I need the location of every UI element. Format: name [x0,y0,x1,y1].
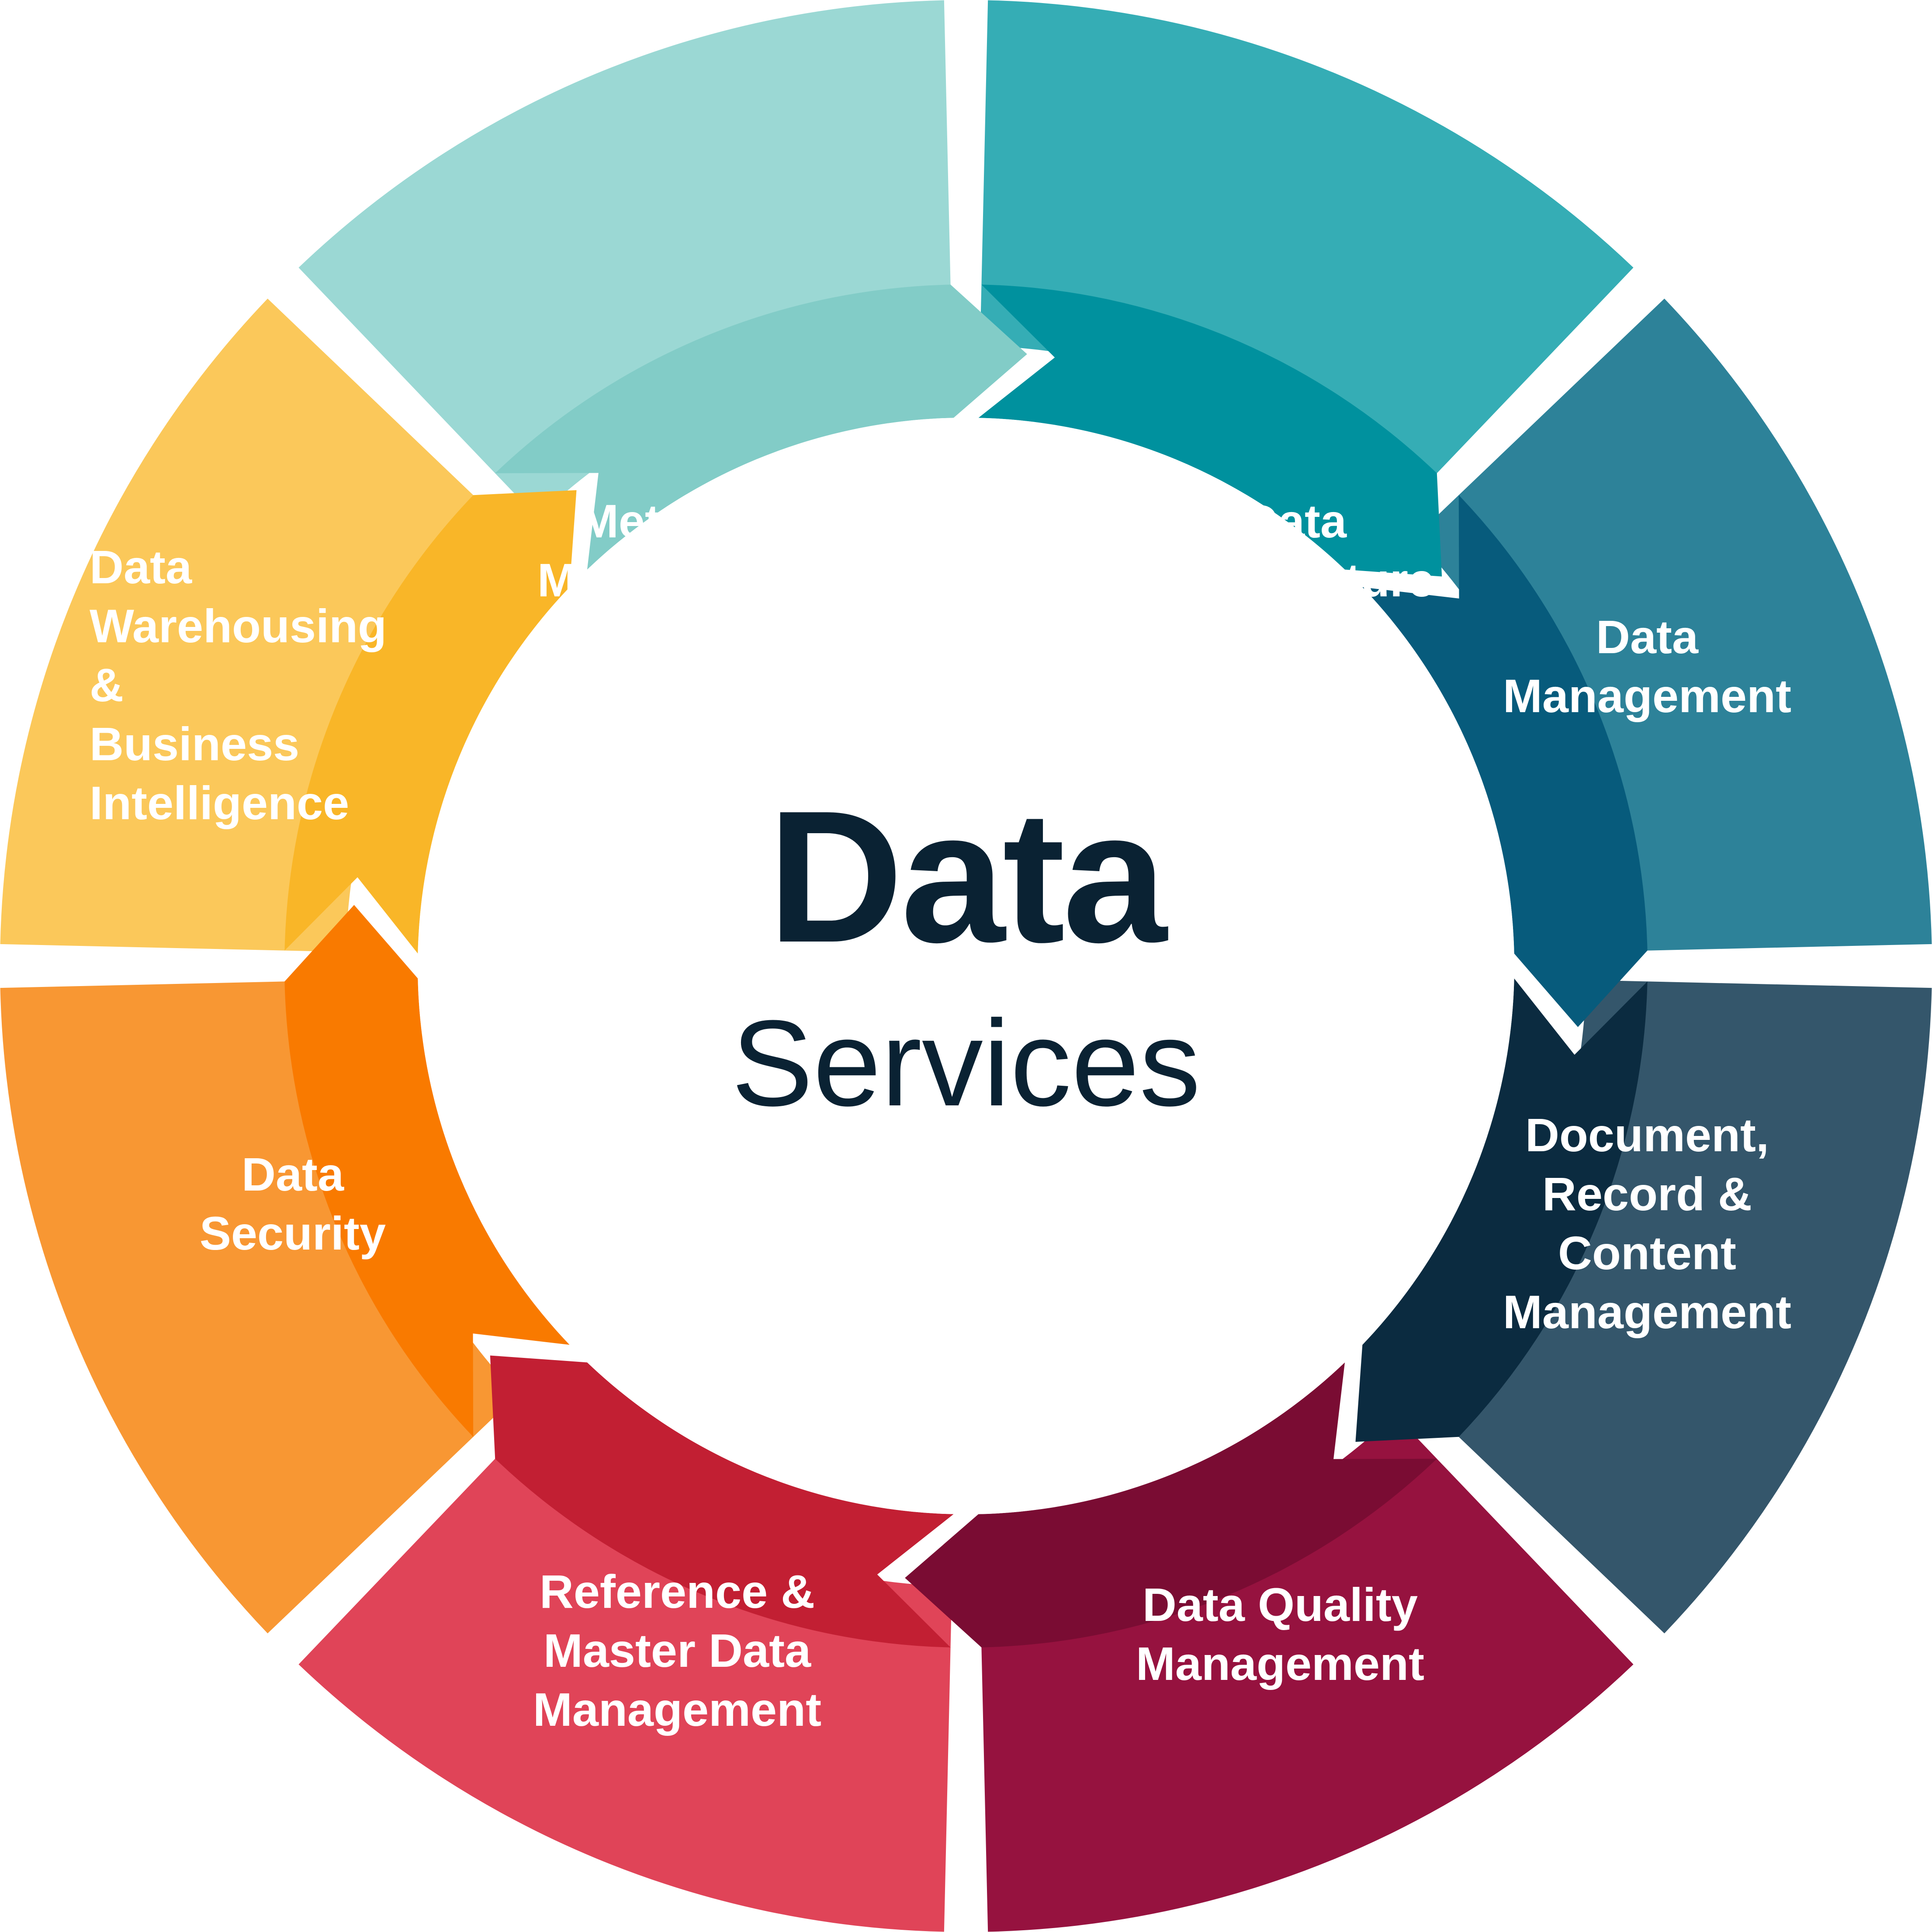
center-title-main: Data [768,772,1168,982]
label-line: Management [533,1683,821,1736]
arrow-data-warehousing-business-intelligence[interactable] [284,490,577,954]
segment-data-management[interactable] [1414,298,1932,952]
label-line: Management [1503,669,1791,722]
label-line: Data [242,1148,344,1201]
label-line: Data Quality [1143,1578,1418,1631]
segment-data-security[interactable] [0,980,518,1634]
label-line: Data [1596,610,1699,663]
label-line: Reference & [540,1565,815,1618]
label-line: Architecture [1156,554,1434,606]
segment-document-record-content-management[interactable] [1414,980,1932,1634]
center-hub [418,418,1514,1514]
arrow-document-record-content-management[interactable] [1355,978,1648,1442]
label-line: & [90,658,124,711]
label-line: Intelligence [90,776,349,829]
label-line: Warehousing [90,599,387,652]
label-line: Document, [1525,1108,1769,1161]
label-line: Business [90,717,299,770]
segment-metadata-management[interactable] [298,0,952,518]
label-line: Security [200,1207,386,1260]
arrow-metadata-management[interactable] [495,284,1027,570]
arrow-reference-master-data-management[interactable] [490,1355,954,1648]
segment-data-quality-management[interactable] [980,1414,1634,1932]
arrow-data-quality-management[interactable] [905,1362,1437,1648]
label-line: Management [1503,1285,1791,1338]
arrow-data-architecture[interactable] [978,284,1442,577]
label-line: Data [90,540,192,593]
center-title-sub: Services [731,995,1201,1132]
label-line: Content [1558,1226,1736,1279]
segment-reference-master-data-management[interactable] [298,1414,952,1932]
segment-data-warehousing-business-intelligence[interactable] [0,298,518,952]
arrow-data-management[interactable] [1362,495,1648,1027]
label-line: Data [1244,495,1347,547]
label-line: Management [1136,1637,1424,1690]
label-line: Metadata [579,495,784,547]
label-line: Master Data [544,1624,811,1677]
segment-data-architecture[interactable] [980,0,1634,518]
arrow-data-security[interactable] [284,905,570,1437]
label-line: Management [537,554,826,606]
label-line: Record & [1542,1167,1752,1220]
arrow-ring-layer [284,284,1648,1648]
